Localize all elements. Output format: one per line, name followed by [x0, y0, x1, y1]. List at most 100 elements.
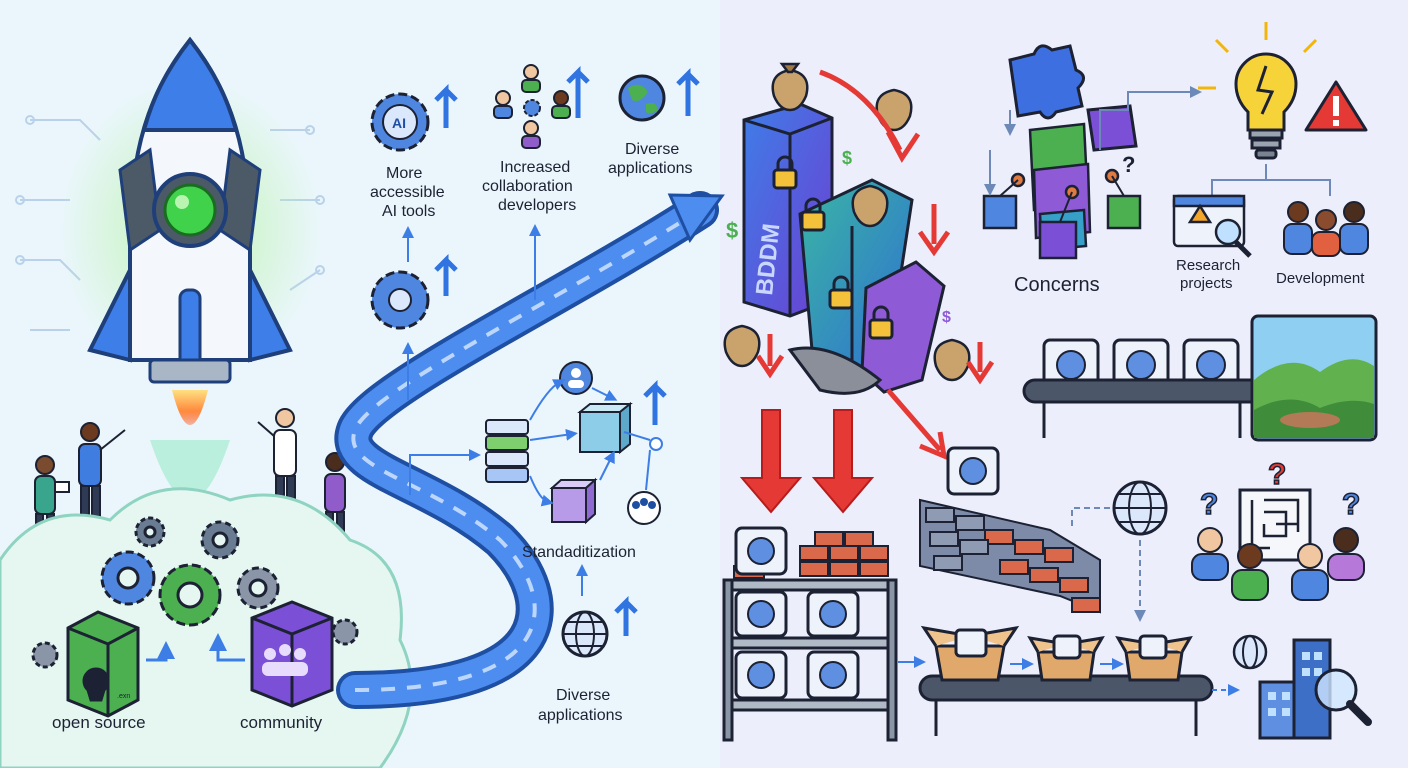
warning-icon — [1304, 80, 1368, 132]
fall-arrows — [755, 69, 995, 461]
concerns-connectors — [984, 86, 1202, 223]
money-bag-icon — [933, 338, 971, 382]
box-icon — [920, 625, 1020, 682]
diverse-applications-top-label: Diverse applications — [608, 141, 693, 177]
small-tag: .exn — [117, 693, 130, 700]
landscape-panel — [1250, 314, 1378, 442]
money-bag-icon — [771, 62, 809, 112]
globe-icon — [561, 610, 609, 658]
growth-path-center-line — [351, 208, 702, 692]
dashed-connector — [1071, 507, 1110, 528]
brain-icon — [946, 446, 1000, 496]
brain-icon — [1182, 338, 1240, 392]
svg-text:$: $ — [842, 148, 852, 168]
rocket-flame — [172, 390, 208, 425]
brain-icon — [806, 590, 860, 638]
open-source-label: open source — [52, 713, 146, 732]
people-icon — [262, 644, 308, 676]
ai-tools-icon: AI — [370, 92, 430, 152]
arrow-open-source — [146, 641, 175, 662]
confused-people — [1191, 527, 1365, 601]
padlock-icon — [828, 275, 854, 310]
growth-path-head — [667, 193, 725, 243]
box-icon — [1027, 634, 1105, 682]
question-icon: ? — [1342, 488, 1360, 521]
cube-network — [982, 122, 1142, 260]
big-fall-arrows — [739, 409, 875, 514]
gear-icon — [331, 618, 359, 646]
person-node-icon — [559, 361, 593, 395]
brick-wall-icon — [919, 498, 1101, 614]
gear-cluster — [31, 516, 359, 669]
gear-icon — [236, 566, 280, 610]
brick-stack — [733, 531, 889, 579]
question-icon: ? — [1200, 488, 1218, 521]
globe-icon — [618, 74, 666, 122]
padlock-icon — [868, 305, 894, 340]
money-bag-icons — [723, 62, 971, 382]
open-source-cube — [66, 610, 140, 718]
ai-badge-text: AI — [392, 115, 406, 131]
rise-arrow-icon — [643, 379, 667, 425]
question-marks: ??? — [1199, 457, 1361, 522]
gear-icon — [31, 641, 59, 669]
exhaust-plume — [150, 440, 230, 500]
research-label: Research projects — [1176, 257, 1244, 292]
padlock-icon — [772, 155, 798, 190]
conveyor-icon — [918, 674, 1214, 736]
svg-text:$: $ — [942, 309, 951, 326]
rise-arrow-icon — [434, 83, 458, 128]
rise-arrow-icon — [676, 67, 700, 116]
standardization-network — [409, 361, 667, 525]
box-icon — [1115, 634, 1193, 682]
rise-arrow-icon — [614, 595, 638, 636]
gear-icon — [200, 520, 240, 560]
collapsing-towers: BDDM — [742, 102, 946, 395]
rise-arrow-icon — [434, 253, 458, 296]
box-icons — [920, 625, 1193, 682]
flow-arrows — [898, 656, 1240, 696]
cube-icon — [577, 401, 633, 455]
diverse-applications-bottom-label: Diverse applications — [538, 687, 623, 724]
gear-icon — [158, 563, 222, 627]
brain-icon — [734, 650, 788, 700]
question-mark: ? — [1122, 152, 1135, 177]
padlock-icon — [800, 197, 826, 232]
brain-tiles — [734, 338, 1240, 700]
question-icon: ? — [1268, 458, 1286, 491]
arrow-community — [209, 633, 245, 662]
building-icon — [1258, 638, 1332, 740]
brain-icon — [734, 526, 788, 576]
brain-icon — [734, 590, 788, 638]
shelf-icon — [722, 578, 898, 742]
globe-icon — [1232, 634, 1268, 670]
brain-icon — [806, 650, 860, 700]
brain-icon — [1042, 338, 1100, 392]
research-icon — [1172, 194, 1252, 258]
people-icon — [1283, 201, 1369, 257]
lightbulb-icon — [1198, 22, 1318, 160]
collaboration-label: Increased collaboration developers — [482, 159, 577, 214]
dollar-signs: $ $ $ — [726, 148, 951, 326]
development-label: Development — [1276, 270, 1365, 287]
rocket-icon — [87, 36, 293, 384]
gear-icon — [134, 516, 166, 548]
money-bag-icon — [851, 184, 889, 228]
gear-icon — [100, 550, 156, 606]
globe-icon — [1112, 480, 1168, 536]
community-label: community — [240, 713, 323, 732]
cube-icon — [549, 477, 598, 525]
gear-icon — [370, 270, 430, 330]
more-accessible-label: More accessible AI tools — [370, 165, 449, 220]
people-node-icon — [627, 491, 661, 525]
magnifier-icon — [1314, 668, 1372, 726]
money-bag-icon — [723, 324, 761, 368]
concerns-label: Concerns — [1014, 274, 1100, 296]
rise-arrow-icon — [566, 65, 590, 118]
server-icon — [485, 419, 529, 483]
collaboration-icon — [493, 64, 571, 149]
svg-text:$: $ — [726, 218, 738, 243]
standardization-label: Standaditization — [522, 544, 636, 561]
bulb-connector — [1211, 164, 1331, 196]
